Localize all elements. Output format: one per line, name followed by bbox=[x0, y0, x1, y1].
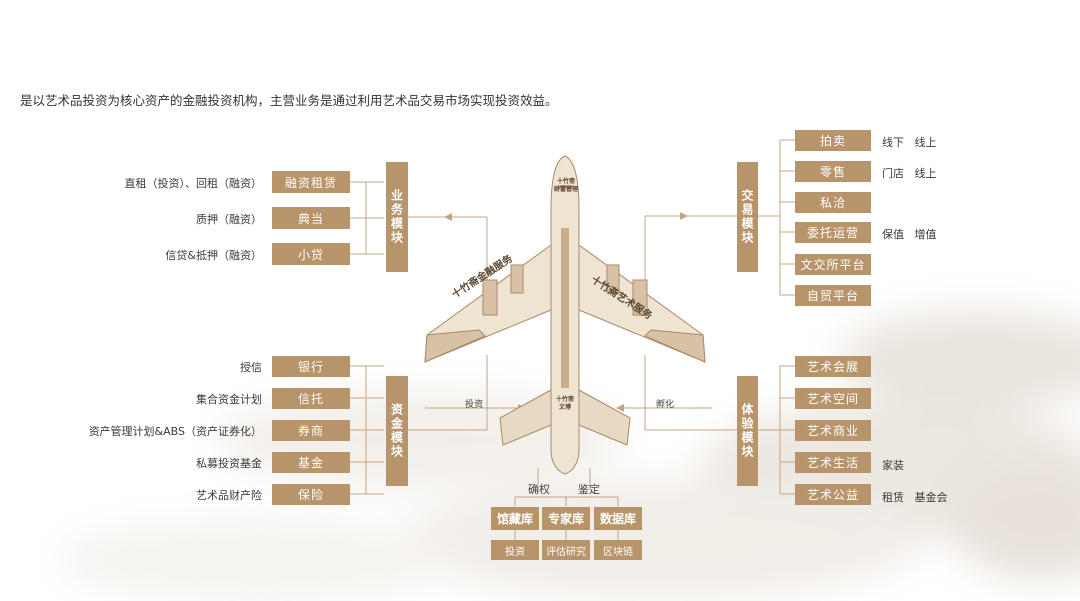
box-ftz-platform: 自贸平台 bbox=[795, 285, 871, 306]
box-collection-library: 馆藏库 bbox=[491, 507, 539, 530]
label-pawn: 质押（融资） bbox=[196, 213, 262, 226]
box-art-charity: 艺术公益 bbox=[795, 484, 871, 505]
label-art-life: 家装 bbox=[882, 459, 904, 472]
label-retail: 门店 线上 bbox=[882, 167, 937, 180]
box-investment: 投资 bbox=[491, 540, 539, 560]
appraisal-label: 鉴定 bbox=[578, 483, 600, 496]
label-trust: 集合资金计划 bbox=[196, 393, 262, 406]
box-cultural-exchange: 文交所平台 bbox=[795, 254, 871, 275]
box-valuation-research: 评估研究 bbox=[542, 540, 590, 560]
label-art-charity: 租赁 基金会 bbox=[882, 491, 948, 504]
box-entrusted-operation: 委托运营 bbox=[795, 222, 871, 243]
box-securities: 券商 bbox=[272, 420, 350, 441]
box-trust: 信托 bbox=[272, 388, 350, 409]
plane-nose-label: 十竹斋 财富管理 bbox=[553, 178, 578, 193]
box-fund: 基金 bbox=[272, 452, 350, 473]
box-art-exhibition: 艺术会展 bbox=[795, 356, 871, 377]
plane-tail-label: 十竹斋 文博 bbox=[555, 396, 574, 411]
invest-arrow-label: 投资 bbox=[465, 400, 484, 410]
label-finance-lease: 直租（投资）、回租（融资） bbox=[124, 177, 263, 190]
box-retail: 零售 bbox=[795, 161, 871, 182]
arrow-left-business bbox=[444, 213, 452, 221]
box-expert-library: 专家库 bbox=[542, 507, 590, 530]
box-art-space: 艺术空间 bbox=[795, 388, 871, 409]
incubate-arrow-label: 孵化 bbox=[656, 400, 675, 410]
box-auction: 拍卖 bbox=[795, 130, 871, 151]
label-microloan: 信贷&抵押（融资） bbox=[165, 249, 262, 262]
airplane-illustration bbox=[424, 155, 706, 475]
trade-module-title: 交易模块 bbox=[737, 162, 758, 272]
label-auction: 线下 线上 bbox=[882, 136, 937, 149]
box-blockchain: 区块链 bbox=[594, 540, 642, 560]
experience-module-title: 体验模块 bbox=[737, 376, 758, 486]
capital-module-title: 资金模块 bbox=[386, 376, 408, 486]
arrow-right-trade bbox=[680, 212, 688, 220]
box-microloan: 小贷 bbox=[272, 243, 350, 265]
headline-text: 是以艺术品投资为核心资产的金融投资机构，主营业务是通过利用艺术品交易市场实现投资… bbox=[20, 93, 558, 108]
box-finance-lease: 融资租赁 bbox=[272, 171, 350, 193]
box-database: 数据库 bbox=[594, 507, 642, 530]
label-entrusted-operation: 保值 增值 bbox=[882, 228, 937, 241]
arrow-incubate bbox=[616, 404, 624, 412]
box-private-deal: 私洽 bbox=[795, 192, 871, 213]
label-securities: 资产管理计划&ABS（资产证券化） bbox=[88, 425, 262, 438]
box-art-life: 艺术生活 bbox=[795, 452, 871, 473]
business-module-title: 业务模块 bbox=[386, 162, 408, 272]
confirm-rights-label: 确权 bbox=[528, 483, 550, 496]
label-bank: 授信 bbox=[240, 361, 262, 374]
label-fund: 私募投资基金 bbox=[196, 457, 262, 470]
box-pawn: 典当 bbox=[272, 207, 350, 229]
box-insurance: 保险 bbox=[272, 484, 350, 505]
box-bank: 银行 bbox=[272, 356, 350, 377]
box-art-commerce: 艺术商业 bbox=[795, 420, 871, 441]
label-insurance: 艺术品财产险 bbox=[196, 489, 262, 502]
